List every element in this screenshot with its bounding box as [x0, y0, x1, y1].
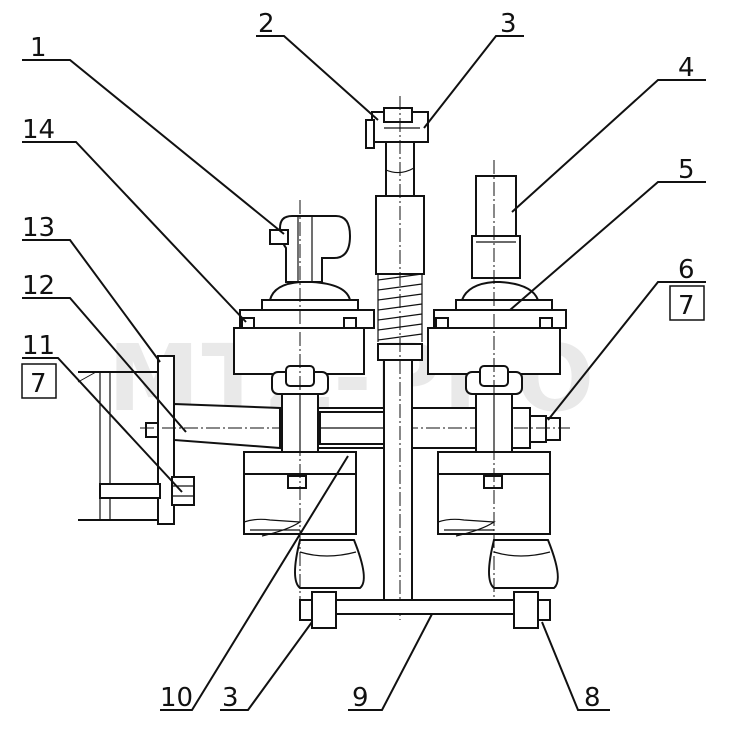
left-valve — [233, 200, 375, 600]
leader-lines — [22, 35, 706, 711]
callout-2: 2 — [258, 9, 275, 39]
lower-crossbar — [299, 591, 551, 629]
callout-7-right-box — [669, 285, 705, 321]
callout-3-bottom: 3 — [222, 683, 239, 713]
callout-4: 4 — [678, 53, 695, 83]
callout-7-left: 7 — [30, 369, 47, 399]
callout-1: 1 — [30, 33, 47, 63]
right-valve — [427, 160, 567, 600]
callout-3-top: 3 — [500, 9, 517, 39]
callout-10: 10 — [160, 683, 193, 713]
callout-5: 5 — [678, 155, 695, 185]
callout-labels: 1 2 3 4 5 6 7 14 13 12 11 7 10 3 9 8 — [21, 9, 705, 713]
central-rod — [365, 96, 429, 620]
callout-12: 12 — [22, 271, 55, 301]
callout-7-right: 7 — [678, 291, 695, 321]
callout-8: 8 — [584, 683, 601, 713]
callout-13: 13 — [22, 213, 55, 243]
callout-9: 9 — [352, 683, 369, 713]
callout-7-left-box — [21, 363, 57, 399]
mounting-frame — [77, 355, 195, 525]
callout-11: 11 — [22, 331, 55, 361]
callout-14: 14 — [22, 115, 55, 145]
callout-6: 6 — [678, 255, 695, 285]
